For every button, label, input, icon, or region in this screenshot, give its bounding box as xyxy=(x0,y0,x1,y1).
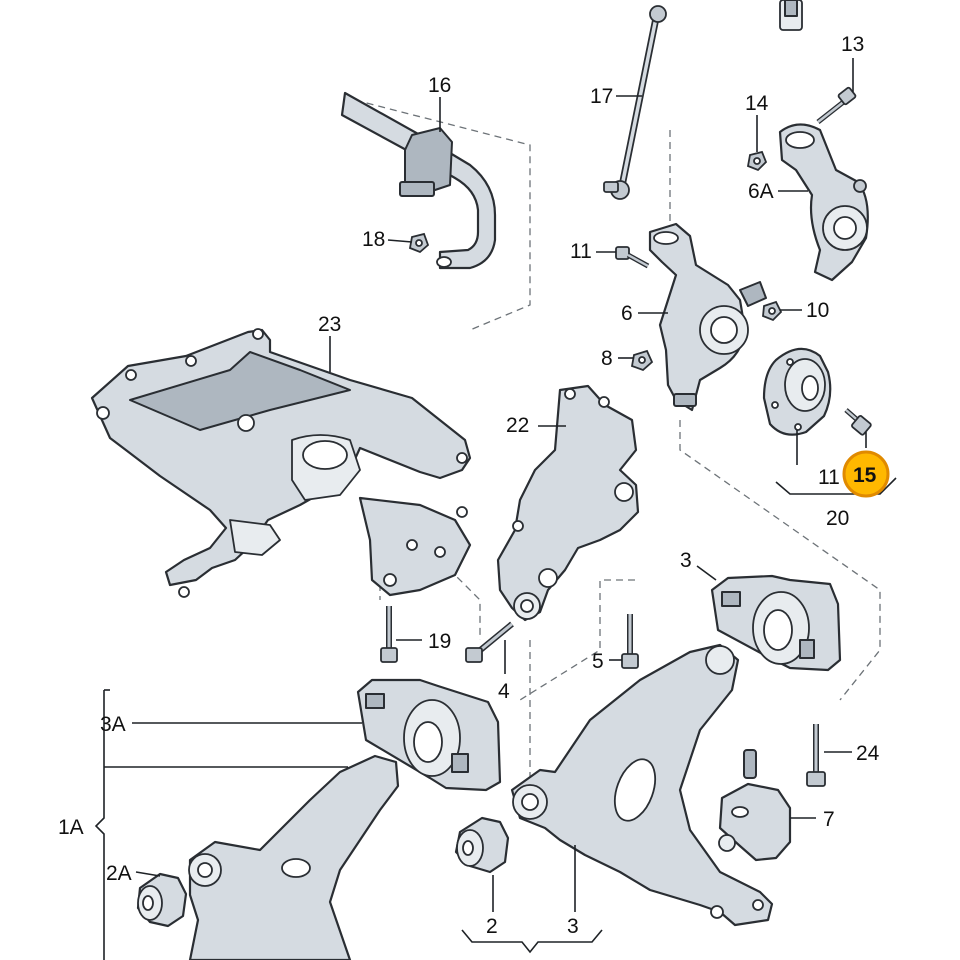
callout-23: 23 xyxy=(318,313,341,336)
nut-8 xyxy=(630,349,654,372)
callout-14: 14 xyxy=(745,92,769,115)
nut-18 xyxy=(408,232,430,254)
callout-24: 24 xyxy=(856,742,880,765)
subframe xyxy=(90,328,472,598)
callout-labels: 16 17 13 14 6A 18 11 6 10 8 23 22 11 15 … xyxy=(58,33,880,938)
callout-7: 7 xyxy=(823,808,835,831)
callout-4: 4 xyxy=(498,680,510,703)
wheel-bearing-housing xyxy=(648,222,767,412)
callout-3-wishbone: 3 xyxy=(567,915,579,938)
wheel-hub xyxy=(762,347,832,436)
strut-stub xyxy=(779,0,803,31)
bolt-24 xyxy=(806,724,826,787)
callout-16: 16 xyxy=(428,74,451,97)
bolt-13 xyxy=(816,86,857,124)
callout-11-upper: 11 xyxy=(570,240,592,263)
callout-6: 6 xyxy=(621,302,633,325)
ball-joint xyxy=(718,749,792,862)
callout-15: 15 xyxy=(853,464,877,487)
callout-17: 17 xyxy=(590,85,613,108)
coupling-rod xyxy=(603,5,667,200)
callout-10: 10 xyxy=(806,299,829,322)
callout-2A: 2A xyxy=(106,862,132,885)
front-bushing-right xyxy=(454,816,510,874)
callout-13: 13 xyxy=(841,33,864,56)
callout-18: 18 xyxy=(362,228,385,251)
callout-3-bushing: 3 xyxy=(680,549,692,572)
wishbone-right xyxy=(510,643,774,927)
nut-10 xyxy=(762,300,783,322)
bracket xyxy=(496,384,640,622)
bolt-4 xyxy=(465,621,514,663)
front-bushing-left xyxy=(136,872,188,928)
callout-19: 19 xyxy=(428,630,451,653)
hub-bolt xyxy=(844,408,872,436)
stabilizer-bar xyxy=(340,91,497,270)
callout-2: 2 xyxy=(486,915,498,938)
callout-3A: 3A xyxy=(100,713,126,736)
highlight-ring xyxy=(842,450,890,498)
bolt-11-upper xyxy=(615,246,650,269)
callout-22: 22 xyxy=(506,414,529,437)
rear-bushing xyxy=(710,574,842,672)
callout-5: 5 xyxy=(592,650,604,673)
bolt-19 xyxy=(380,606,398,663)
bolt-5 xyxy=(621,614,639,669)
nut-14 xyxy=(746,150,768,172)
leader-lines xyxy=(94,58,897,960)
wishbone-left xyxy=(188,754,400,960)
callout-6A: 6A xyxy=(748,180,774,203)
rear-bushing-alt xyxy=(356,678,502,792)
callout-1A: 1A xyxy=(58,816,84,839)
wheel-bearing-housing-alt xyxy=(778,123,869,282)
callout-11-hub: 11 xyxy=(818,466,840,489)
callout-8: 8 xyxy=(601,347,613,370)
callout-20: 20 xyxy=(826,507,849,530)
